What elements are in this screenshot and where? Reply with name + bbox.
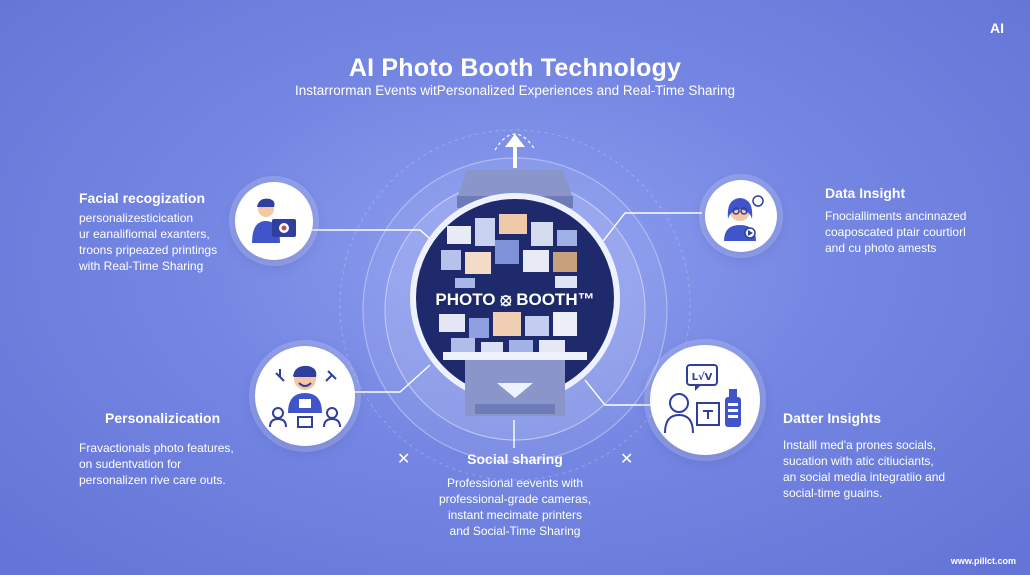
social-line-3: instant mecimate printers bbox=[447, 508, 583, 522]
data-insight-line-3: and cu photo amests bbox=[825, 241, 937, 255]
personalization-line-1: Fravactionals photo features, bbox=[79, 441, 234, 455]
data-insight-line-2: coaposcated ptair courtiorl bbox=[825, 225, 966, 239]
datter-insights-node: L√V bbox=[650, 345, 760, 455]
booth-label: PHOTO ⦻ BOOTH™ bbox=[435, 290, 595, 309]
datter-line-3: an social media integratiio and bbox=[783, 470, 946, 484]
page-subtitle: Instarrorman Events witPersonalized Expe… bbox=[295, 83, 735, 98]
social-line-2: professional-grade cameras, bbox=[438, 492, 592, 506]
personalization-line-3: personalizen rive care outs. bbox=[79, 473, 226, 487]
personalization-title: Personalizication bbox=[105, 410, 221, 426]
social-line-4: and Social-Time Sharing bbox=[449, 524, 581, 538]
datter-insights-title: Datter Insights bbox=[783, 410, 882, 426]
data-insight-line-1: Fnocialliments ancinnazed bbox=[825, 209, 967, 223]
facial-recognition-text: personalizesticication ur eanalifiomal e… bbox=[79, 210, 217, 274]
facial-line-4: with Real-Time Sharing bbox=[79, 259, 204, 273]
datter-line-2: sucation with atic citiuciants, bbox=[783, 454, 934, 468]
data-insight-title: Data Insight bbox=[825, 185, 906, 201]
page-title: AI Photo Booth Technology bbox=[348, 54, 682, 82]
facial-line-2: ur eanalifiomal exanters, bbox=[79, 227, 210, 241]
facial-recognition-node bbox=[235, 182, 313, 260]
ai-badge: AI bbox=[990, 20, 1004, 36]
datter-line-1: Installl med'a prones socials, bbox=[783, 438, 937, 452]
personalization-text: Fravactionals photo features, on sudentv… bbox=[79, 440, 234, 488]
datter-insights-text: Installl med'a prones socials, sucation … bbox=[783, 437, 945, 501]
close-icon-right: ✕ bbox=[620, 451, 634, 468]
data-insight-text: Fnocialliments ancinnazed coaposcated pt… bbox=[825, 208, 966, 256]
watermark: www.pillct.com bbox=[950, 556, 1016, 566]
data-insight-node bbox=[705, 180, 777, 252]
social-sharing-text: Professional eevents with professional-g… bbox=[0, 475, 1030, 539]
personalization-node bbox=[255, 346, 355, 446]
datter-line-4: social-time guains. bbox=[783, 486, 883, 500]
close-icon-left: ✕ bbox=[397, 451, 411, 468]
personalization-line-2: on sudentvation for bbox=[79, 457, 182, 471]
facial-line-3: troons pripeazed printings bbox=[79, 243, 218, 257]
analytics-chat-icon: L√V bbox=[664, 364, 741, 434]
facial-line-1: personalizesticication bbox=[79, 211, 194, 225]
social-sharing-title: Social sharing bbox=[467, 451, 563, 467]
group-people-icon bbox=[269, 365, 341, 428]
person-camera-icon bbox=[252, 198, 296, 243]
woman-analytics-icon bbox=[724, 195, 764, 241]
facial-recognition-title: Facial recogization bbox=[79, 190, 206, 206]
social-line-1: Professional eevents with bbox=[446, 476, 584, 490]
photo-booth-illustration: PHOTO ⦻ BOOTH™ bbox=[405, 168, 625, 428]
chat-badge-text: L√V bbox=[692, 371, 713, 383]
